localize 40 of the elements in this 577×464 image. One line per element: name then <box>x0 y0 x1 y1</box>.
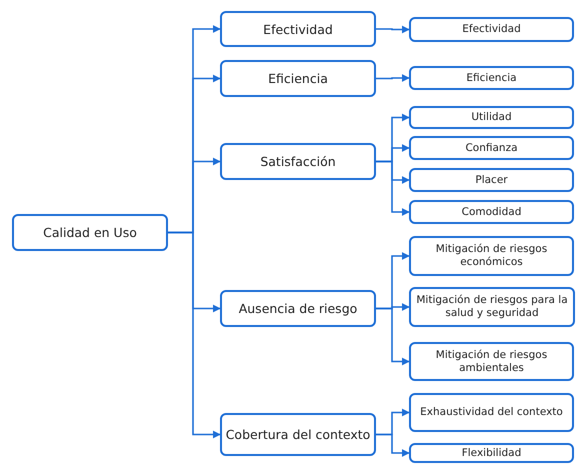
process-box <box>409 393 574 432</box>
process-box <box>409 17 574 42</box>
box-label: Ausencia de riesgo <box>238 301 358 316</box>
box-label: Calidad en Uso <box>43 225 137 240</box>
process-box <box>409 287 575 327</box>
box-label: Mitigación de riesgos ambientales <box>434 348 548 374</box>
process-box <box>12 214 168 251</box>
arrow <box>376 26 410 34</box>
process-box <box>409 168 574 192</box>
box-label: Cobertura del contexto <box>226 427 370 442</box>
arrow <box>376 74 410 82</box>
process-box <box>409 342 574 381</box>
arrow <box>376 160 410 216</box>
arrow <box>376 308 410 366</box>
process-box <box>409 66 574 90</box>
box-label: Eficiencia <box>268 71 328 86</box>
box-label: Mitigación de riesgos para la salud y seguridad <box>415 294 569 320</box>
arrow <box>168 232 221 438</box>
box-label: Mitigación de riesgos económicos <box>434 243 548 269</box>
box-label: Utilidad <box>471 111 512 124</box>
process-box <box>409 106 574 129</box>
process-box <box>220 413 376 456</box>
box-label: Flexibilidad <box>462 446 522 460</box>
box-label: Comodidad <box>462 206 522 218</box>
box-label: Efectividad <box>263 22 333 36</box>
process-box <box>409 200 574 224</box>
box-label: Confianza <box>465 142 518 154</box>
box-label: Placer <box>475 174 508 186</box>
box-label: Eficiencia <box>466 72 517 84</box>
process-box <box>220 143 376 180</box>
box-label: Exhaustividad del contexto <box>420 406 563 419</box>
process-box <box>409 443 574 463</box>
arrow <box>376 434 410 457</box>
process-box <box>409 136 574 160</box>
box-label: Satisfacción <box>260 154 336 169</box>
process-box <box>220 11 376 47</box>
process-box <box>220 60 376 97</box>
process-box <box>409 236 574 276</box>
process-box <box>220 290 376 327</box>
box-label: Efectividad <box>462 23 521 36</box>
